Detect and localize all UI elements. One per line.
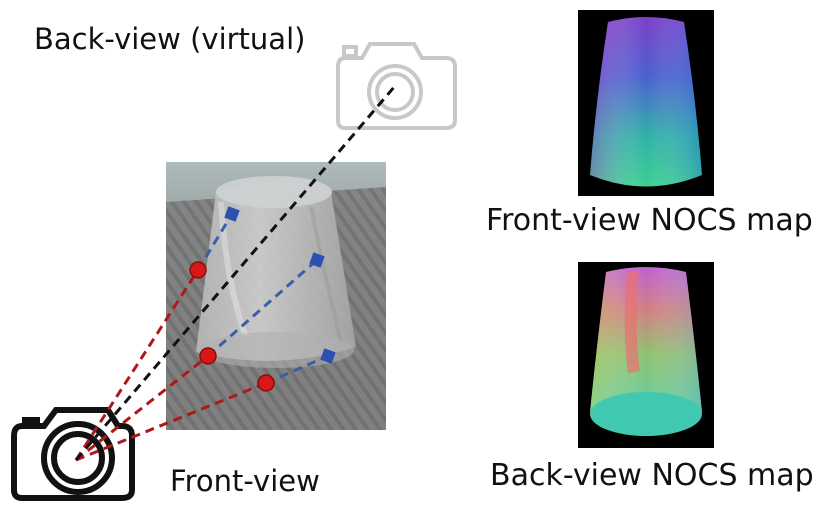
front-ray-2 xyxy=(75,354,209,462)
back-point-3 xyxy=(320,348,336,364)
back-nocs-map xyxy=(578,262,714,448)
back-nocs-label: Back-view NOCS map xyxy=(490,458,814,493)
back-point-2 xyxy=(309,252,325,268)
front-camera-icon xyxy=(11,407,135,501)
front-ray-3 xyxy=(75,381,267,462)
front-nocs-label: Front-view NOCS map xyxy=(486,203,813,238)
depth-ray-1 xyxy=(196,213,234,271)
front-ray-1 xyxy=(74,269,200,461)
front-point-2 xyxy=(199,347,217,365)
front-point-1 xyxy=(189,261,207,279)
back-camera-icon xyxy=(336,42,457,130)
back-point-1 xyxy=(224,206,240,222)
back-view-label: Back-view (virtual) xyxy=(34,22,306,56)
depth-ray-2 xyxy=(207,258,318,358)
front-point-3 xyxy=(257,374,275,392)
front-view-label: Front-view xyxy=(170,464,320,498)
depth-ray-3 xyxy=(265,354,329,385)
front-nocs-map xyxy=(578,10,714,196)
back-view-ray xyxy=(74,85,397,461)
